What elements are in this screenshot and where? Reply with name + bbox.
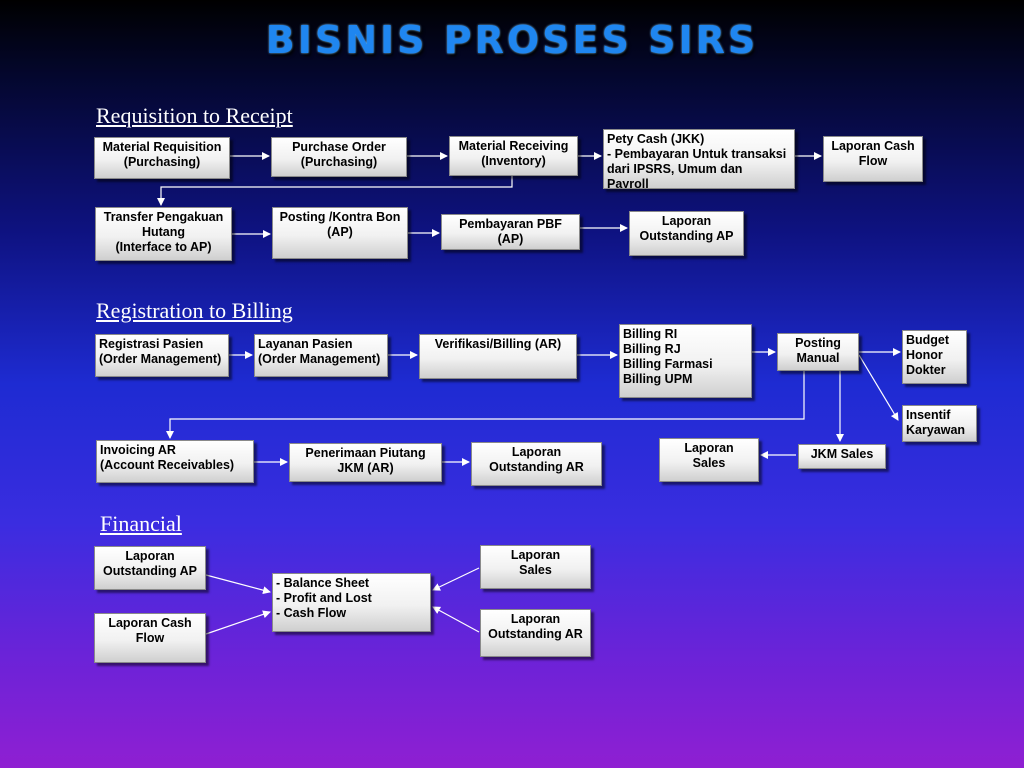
arrow-cashflow-to-balance [205, 610, 271, 635]
section-financial: Financial [100, 511, 182, 536]
page-title: BISNIS PROSES SIRS [265, 18, 759, 62]
box-material-requisition: Material Requisition(Purchasing) [94, 137, 230, 179]
box-verifikasi-billing: Verifikasi/Billing (AR) [419, 334, 577, 379]
section-requisition-to-receipt: Requisition to Receipt [96, 103, 293, 128]
box-pety-cash: Pety Cash (JKK)- Pembayaran Untuk transa… [603, 129, 795, 189]
box-jkm-sales: JKM Sales [798, 444, 886, 469]
box-layanan-pasien: Layanan Pasien(Order Management) [254, 334, 388, 377]
box-purchase-order: Purchase Order(Purchasing) [271, 137, 407, 177]
box-posting-kontra-bon: Posting /Kontra Bon(AP) [272, 207, 408, 259]
box-invoicing-ar: Invoicing AR(Account Receivables) [96, 440, 254, 483]
arrow-lapar-to-balance [432, 606, 480, 633]
arrow-lapsales-to-balance [432, 567, 480, 591]
box-balance-sheet-profit-cash-flow: - Balance Sheet- Profit and Lost- Cash F… [272, 573, 431, 632]
arrow-posting-to-invoicing [166, 371, 805, 439]
arrow-matrecv-to-transfer [157, 176, 513, 206]
box-registrasi-pasien: Registrasi Pasien(Order Management) [95, 334, 229, 377]
box-pembayaran-pbf: Pembayaran PBF(AP) [441, 214, 580, 250]
arrow-posting-to-insentif [858, 354, 899, 421]
box-material-receiving: Material Receiving(Inventory) [449, 136, 578, 176]
arrow-lapap-to-balance [205, 574, 271, 595]
section-registration-to-billing: Registration to Billing [96, 298, 293, 323]
